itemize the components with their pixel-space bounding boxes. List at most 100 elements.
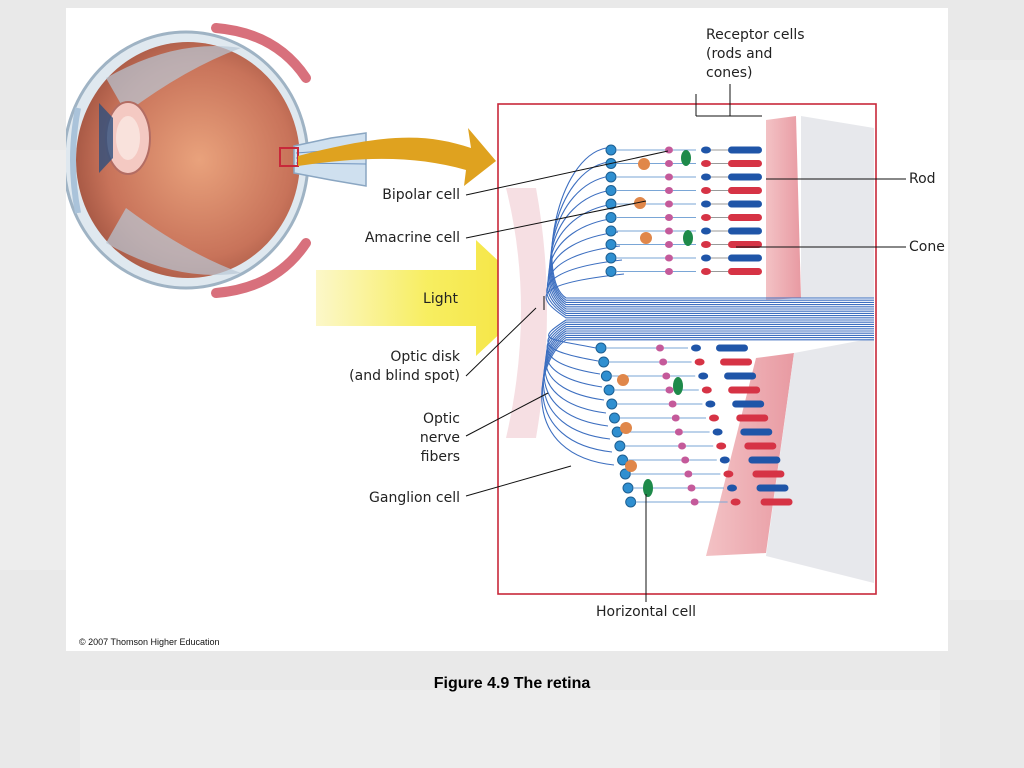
ganglion-cell (605, 171, 617, 183)
ganglion-cell (605, 252, 617, 264)
background-panel (80, 690, 940, 768)
receptor-cells-text: Receptor cells (rods and cones) (706, 27, 805, 81)
light-label: Light (423, 291, 458, 307)
receptor-nucleus (709, 414, 719, 422)
ganglion-cell (598, 356, 610, 368)
optic-nerve-fiber (546, 245, 874, 314)
cone-cell (732, 400, 765, 408)
rod-cell (728, 160, 762, 167)
ganglion-cell (605, 185, 617, 196)
rod-cell (752, 470, 785, 478)
amacrine-cell (617, 374, 629, 386)
receptor-nucleus (701, 173, 711, 181)
receptor-nucleus (716, 442, 727, 450)
receptor-nucleus (701, 386, 712, 394)
bipolar-cell (665, 173, 673, 181)
cone-cell (728, 200, 762, 208)
ganglion-cell (605, 144, 617, 156)
receptor-nucleus (701, 268, 711, 275)
rod-cell (736, 414, 769, 422)
receptor-nucleus (691, 344, 701, 352)
ganglion-cell (603, 384, 615, 396)
retina-detail (497, 103, 877, 595)
receptor-nucleus (719, 456, 730, 464)
amacrine-cell (638, 158, 650, 170)
rod-cell (728, 386, 761, 394)
bipolar-cell (687, 484, 696, 492)
copyright-notice: © 2007 Thomson Higher Education (79, 637, 220, 647)
optic-nerve-fiber (547, 321, 874, 362)
rod-cell (728, 241, 762, 248)
bipolar-cell (665, 200, 673, 208)
ganglion-cell (614, 440, 626, 452)
bipolar-cell (665, 386, 674, 394)
ganglion-cell (605, 225, 617, 237)
optic-nerve-fiber (548, 203, 874, 308)
cone-cell (724, 372, 757, 380)
bipolar-cell (665, 268, 673, 275)
horizontal-cell (673, 377, 683, 395)
receptor-nucleus (701, 200, 711, 208)
cone-cell (716, 344, 748, 352)
receptor-nucleus (701, 160, 711, 167)
background-panel (950, 60, 1024, 600)
optic-nerve-fiber (545, 273, 874, 319)
cone-cell (756, 484, 789, 492)
receptor-nucleus (701, 227, 711, 235)
rod-cell (744, 442, 777, 450)
cone-cell (728, 146, 762, 154)
receptor-nucleus (701, 254, 711, 262)
retina-illustration (66, 23, 906, 602)
receptor-nucleus (712, 428, 723, 436)
optic-nerve-fiber (550, 175, 874, 303)
bipolar-cell (665, 214, 673, 221)
cone-cell (728, 254, 762, 262)
receptor-nucleus (701, 214, 711, 221)
bipolar-cell (671, 414, 680, 422)
bipolar-cell (662, 372, 671, 380)
bipolar-cell (665, 187, 673, 194)
bipolar-cell (665, 160, 673, 167)
receptor-nucleus (694, 358, 705, 366)
optic-nerve-fiber (550, 161, 874, 301)
rod-cell (728, 214, 762, 221)
receptor-cells-label: Receptor cells (rods and cones) (706, 26, 805, 83)
horizontal-cell (683, 230, 693, 246)
amacrine-cell-label: Amacrine cell (364, 230, 460, 246)
rod-cell (728, 268, 762, 275)
bipolar-cell (684, 470, 693, 478)
rod-cell (760, 498, 793, 506)
bipolar-cell (665, 254, 673, 262)
bipolar-cell (668, 400, 677, 408)
bipolar-cell (665, 227, 673, 235)
bipolar-cell (674, 428, 683, 436)
optic-nerve-fiber (549, 189, 874, 306)
ganglion-cell (605, 266, 617, 277)
bipolar-cell-label: Bipolar cell (382, 187, 460, 203)
optic-nerve-fiber (546, 259, 874, 317)
rod-cell (728, 187, 762, 194)
figure-panel: Receptor cells (rods and cones) Bipolar … (66, 8, 948, 651)
ganglion-cell (595, 342, 607, 354)
bipolar-cell (690, 498, 699, 506)
bipolar-cell (665, 241, 673, 248)
horizontal-cell (643, 479, 653, 497)
retina-detail-frame (497, 103, 877, 595)
cone-cell (728, 227, 762, 235)
receptor-nucleus (701, 241, 711, 248)
receptor-nucleus (727, 484, 737, 492)
rod-label: Rod (909, 171, 936, 187)
optic-nerve-fiber (543, 332, 874, 427)
optic-nerve-fiber (548, 217, 874, 310)
bipolar-cell (665, 146, 673, 154)
figure-caption: Figure 4.9 The retina (433, 675, 591, 692)
optic-nerve-fibers-label: Optic nerve fibers (419, 411, 460, 465)
receptor-nucleus (701, 187, 711, 194)
amacrine-cell (620, 422, 632, 434)
receptor-nucleus (701, 146, 711, 154)
bipolar-cell (656, 344, 664, 352)
bipolar-cell (681, 456, 690, 464)
ganglion-cell (600, 370, 612, 382)
optic-nerve-fiber (551, 147, 874, 299)
